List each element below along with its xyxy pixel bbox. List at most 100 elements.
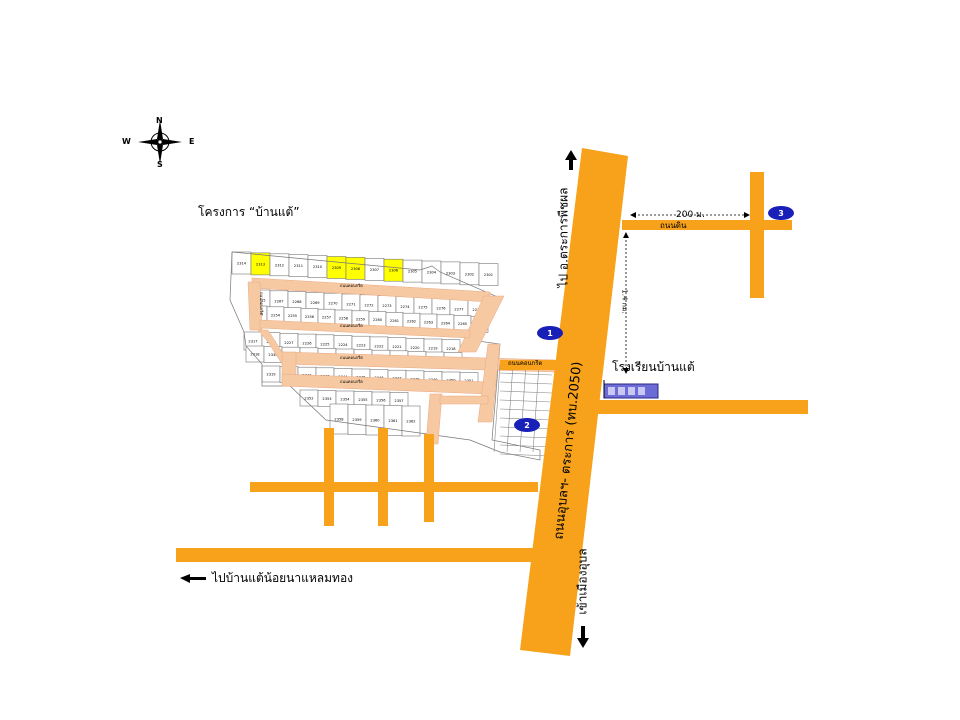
internal-road-label-5: ถนนคอนกรีต xyxy=(258,292,264,315)
internal-road-4 xyxy=(259,319,471,339)
school-building xyxy=(603,380,659,399)
plot-label-2227: 2227 xyxy=(284,341,293,345)
side-plot-line xyxy=(499,453,553,457)
plot-label-2257: 2257 xyxy=(322,316,331,320)
plot-label-2330: 2330 xyxy=(268,353,278,357)
plot-label-2226: 2226 xyxy=(302,342,312,346)
internal-road-label-3: ถนนคอนกรีต xyxy=(340,355,363,360)
plot-label-2222: 2222 xyxy=(374,344,383,348)
vertical-stub-2 xyxy=(378,428,388,526)
plot-label-2357: 2357 xyxy=(394,399,403,403)
plot-label-2318: 2318 xyxy=(250,353,260,357)
west-arrow-icon xyxy=(180,574,206,583)
north-arrow-icon xyxy=(565,150,577,170)
north-direction-label: ไป อ.ตระการพืชผล xyxy=(556,187,571,288)
plot-label-2304: 2304 xyxy=(427,271,437,275)
main-road xyxy=(520,148,628,656)
plot-label-2276: 2276 xyxy=(436,307,446,311)
school-road xyxy=(598,400,808,414)
marker-2[interactable]: 2 xyxy=(514,418,540,432)
plot-label-2273: 2273 xyxy=(382,304,391,308)
plot-label-2303: 2303 xyxy=(446,271,455,275)
dirt-road-label: ถนนดิน xyxy=(660,221,687,230)
plot-label-2254: 2254 xyxy=(271,313,281,317)
side-plot-line xyxy=(499,408,553,412)
plot-label-2358: 2358 xyxy=(334,418,344,422)
project-approach-road xyxy=(500,360,560,370)
plot-label-2263: 2263 xyxy=(424,321,433,325)
internal-road-10 xyxy=(439,395,489,405)
marker-1[interactable]: 1 xyxy=(537,326,563,340)
plot-label-2277: 2277 xyxy=(454,307,463,311)
internal-road-label-2: ถนนคอนกรีต xyxy=(340,323,363,328)
plot-label-2260: 2260 xyxy=(373,318,383,322)
plot-label-2274: 2274 xyxy=(400,305,410,309)
plot-label-2262: 2262 xyxy=(407,320,416,324)
side-plot-line xyxy=(499,372,553,376)
horizontal-distance-label: 200 ม. xyxy=(676,210,705,220)
plot-label-2354: 2354 xyxy=(340,398,350,402)
plot-label-2302: 2302 xyxy=(465,272,474,276)
south-arrow-icon xyxy=(577,626,589,648)
plot-label-2271: 2271 xyxy=(346,303,355,307)
plot-label-2312: 2312 xyxy=(275,263,284,267)
plot-label-2308: 2308 xyxy=(351,267,361,271)
plot-label-2314: 2314 xyxy=(237,262,247,266)
plot-label-2258: 2258 xyxy=(339,317,349,321)
plot-label-2352: 2352 xyxy=(304,397,313,401)
internal-road-9 xyxy=(425,393,443,445)
plot-label-2221: 2221 xyxy=(392,345,401,349)
plot-label-2268: 2268 xyxy=(292,300,302,304)
north-south-road-3 xyxy=(750,172,764,298)
branch-road-label: ถนนคอนกรีต xyxy=(508,360,543,367)
plot-label-2317: 2317 xyxy=(248,340,257,344)
project-title: โครงการ “บ้านแต้” xyxy=(198,205,300,219)
plot-label-2272: 2272 xyxy=(364,303,373,307)
plot-label-2225: 2225 xyxy=(320,342,329,346)
project-boundary xyxy=(229,251,541,461)
vertical-distance-label: 1.4 กม. xyxy=(620,289,629,314)
plot-label-2310: 2310 xyxy=(313,265,323,269)
side-plot-line xyxy=(499,399,553,403)
side-plot-divider xyxy=(532,363,540,453)
plot-label-2267: 2267 xyxy=(274,299,283,303)
internal-road-label-4: ถนนคอนกรีต xyxy=(340,379,363,384)
plot-label-2359: 2359 xyxy=(352,418,362,422)
distance-arrows xyxy=(623,212,750,374)
plot-label-2264: 2264 xyxy=(441,321,451,325)
plot-label-2256: 2256 xyxy=(305,315,315,319)
side-plot-divider xyxy=(493,363,501,453)
internal-road-label-1: ถนนคอนกรีต xyxy=(340,283,363,288)
plot-label-2356: 2356 xyxy=(376,399,386,403)
plot-label-2360: 2360 xyxy=(370,419,380,423)
plot-label-2301: 2301 xyxy=(484,273,493,277)
plot-label-2319: 2319 xyxy=(266,373,276,377)
internal-roads xyxy=(247,277,556,445)
plot-label-2259: 2259 xyxy=(356,317,366,321)
plot-label-2223: 2223 xyxy=(356,344,365,348)
plot-label-2361: 2361 xyxy=(388,419,397,423)
side-plot-line xyxy=(499,444,553,448)
side-plot-divider xyxy=(519,363,527,453)
side-plot-line xyxy=(499,390,553,394)
side-plot-lines xyxy=(493,363,553,457)
direction-arrows xyxy=(180,150,589,648)
compass-south: S xyxy=(157,160,163,169)
compass-east: E xyxy=(189,137,195,146)
plot-2362[interactable] xyxy=(401,405,421,437)
plot-label-2362: 2362 xyxy=(406,420,415,424)
west-direction-label: ไปบ้านแต้น้อยนาแหลมทอง xyxy=(212,571,354,585)
east-road xyxy=(622,220,792,230)
plot-label-2270: 2270 xyxy=(328,302,338,306)
marker-3[interactable]: 3 xyxy=(768,206,794,220)
plot-label-2313: 2313 xyxy=(256,262,265,266)
plot-label-2224: 2224 xyxy=(338,343,348,347)
side-plot-line xyxy=(499,435,553,439)
south-direction-label: เข้าเมืองอุบล xyxy=(575,548,590,615)
plot-label-2265: 2265 xyxy=(458,322,467,326)
plot-label-2269: 2269 xyxy=(310,301,320,305)
plot-2301[interactable] xyxy=(478,263,499,287)
compass-west: W xyxy=(122,137,131,146)
